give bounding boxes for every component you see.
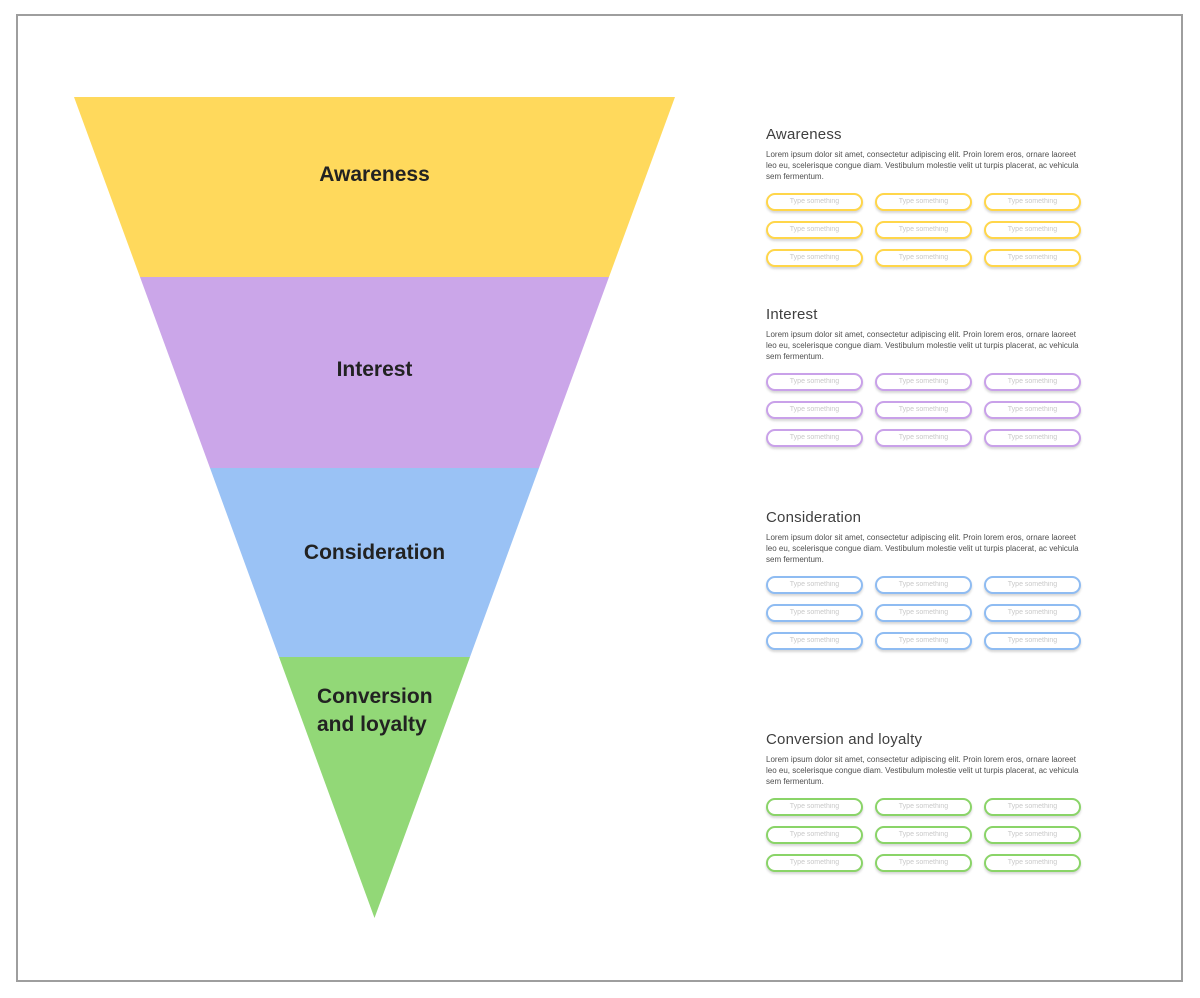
funnel-stage-conversion-loyalty[interactable] xyxy=(279,657,470,918)
type-something-input[interactable] xyxy=(766,603,863,622)
type-something-input[interactable] xyxy=(875,575,972,594)
type-something-input[interactable] xyxy=(984,853,1081,872)
type-something-input[interactable] xyxy=(984,797,1081,816)
type-something-input[interactable] xyxy=(875,853,972,872)
type-something-input[interactable] xyxy=(875,220,972,239)
type-something-input[interactable] xyxy=(875,192,972,211)
type-something-input[interactable] xyxy=(875,372,972,391)
type-something-input[interactable] xyxy=(984,428,1081,447)
section-title: Awareness xyxy=(766,126,842,143)
type-something-input[interactable] xyxy=(766,428,863,447)
type-something-input[interactable] xyxy=(766,372,863,391)
type-something-input[interactable] xyxy=(984,825,1081,844)
section-conversion-loyalty: Conversion and loyalty Lorem ipsum dolor… xyxy=(766,731,1088,872)
section-consideration: Consideration Lorem ipsum dolor sit amet… xyxy=(766,509,1088,650)
funnel-label-consideration[interactable]: Consideration xyxy=(304,541,445,564)
section-description: Lorem ipsum dolor sit amet, consectetur … xyxy=(766,755,1079,787)
type-something-input[interactable] xyxy=(766,248,863,267)
funnel-label-loyalty[interactable]: and loyalty xyxy=(317,713,427,736)
funnel-label-conversion[interactable]: Conversion xyxy=(317,685,433,708)
type-something-input[interactable] xyxy=(875,603,972,622)
funnel-label-awareness[interactable]: Awareness xyxy=(319,163,430,186)
type-something-input[interactable] xyxy=(766,400,863,419)
type-something-input[interactable] xyxy=(766,220,863,239)
type-something-input[interactable] xyxy=(984,575,1081,594)
type-something-input[interactable] xyxy=(875,825,972,844)
input-grid xyxy=(766,575,1081,650)
type-something-input[interactable] xyxy=(875,631,972,650)
type-something-input[interactable] xyxy=(766,192,863,211)
type-something-input[interactable] xyxy=(766,575,863,594)
type-something-input[interactable] xyxy=(984,192,1081,211)
section-interest: Interest Lorem ipsum dolor sit amet, con… xyxy=(766,306,1088,447)
type-something-input[interactable] xyxy=(984,631,1081,650)
section-awareness: Awareness Lorem ipsum dolor sit amet, co… xyxy=(766,126,1088,267)
input-grid xyxy=(766,372,1081,447)
type-something-input[interactable] xyxy=(984,248,1081,267)
input-grid xyxy=(766,192,1081,267)
section-description: Lorem ipsum dolor sit amet, consectetur … xyxy=(766,150,1079,182)
type-something-input[interactable] xyxy=(875,428,972,447)
type-something-input[interactable] xyxy=(875,797,972,816)
funnel-stage-consideration[interactable] xyxy=(210,468,539,657)
section-description: Lorem ipsum dolor sit amet, consectetur … xyxy=(766,533,1079,565)
type-something-input[interactable] xyxy=(875,400,972,419)
type-something-input[interactable] xyxy=(766,825,863,844)
funnel-stage-interest[interactable] xyxy=(140,277,609,468)
type-something-input[interactable] xyxy=(984,603,1081,622)
type-something-input[interactable] xyxy=(766,631,863,650)
type-something-input[interactable] xyxy=(984,220,1081,239)
type-something-input[interactable] xyxy=(875,248,972,267)
input-grid xyxy=(766,797,1081,872)
funnel-label-interest[interactable]: Interest xyxy=(337,358,413,381)
section-title: Interest xyxy=(766,306,818,323)
type-something-input[interactable] xyxy=(766,797,863,816)
section-title: Conversion and loyalty xyxy=(766,731,923,748)
section-title: Consideration xyxy=(766,509,862,526)
type-something-input[interactable] xyxy=(984,400,1081,419)
type-something-input[interactable] xyxy=(766,853,863,872)
type-something-input[interactable] xyxy=(984,372,1081,391)
section-description: Lorem ipsum dolor sit amet, consectetur … xyxy=(766,330,1079,362)
funnel-stage-awareness[interactable] xyxy=(74,97,675,277)
